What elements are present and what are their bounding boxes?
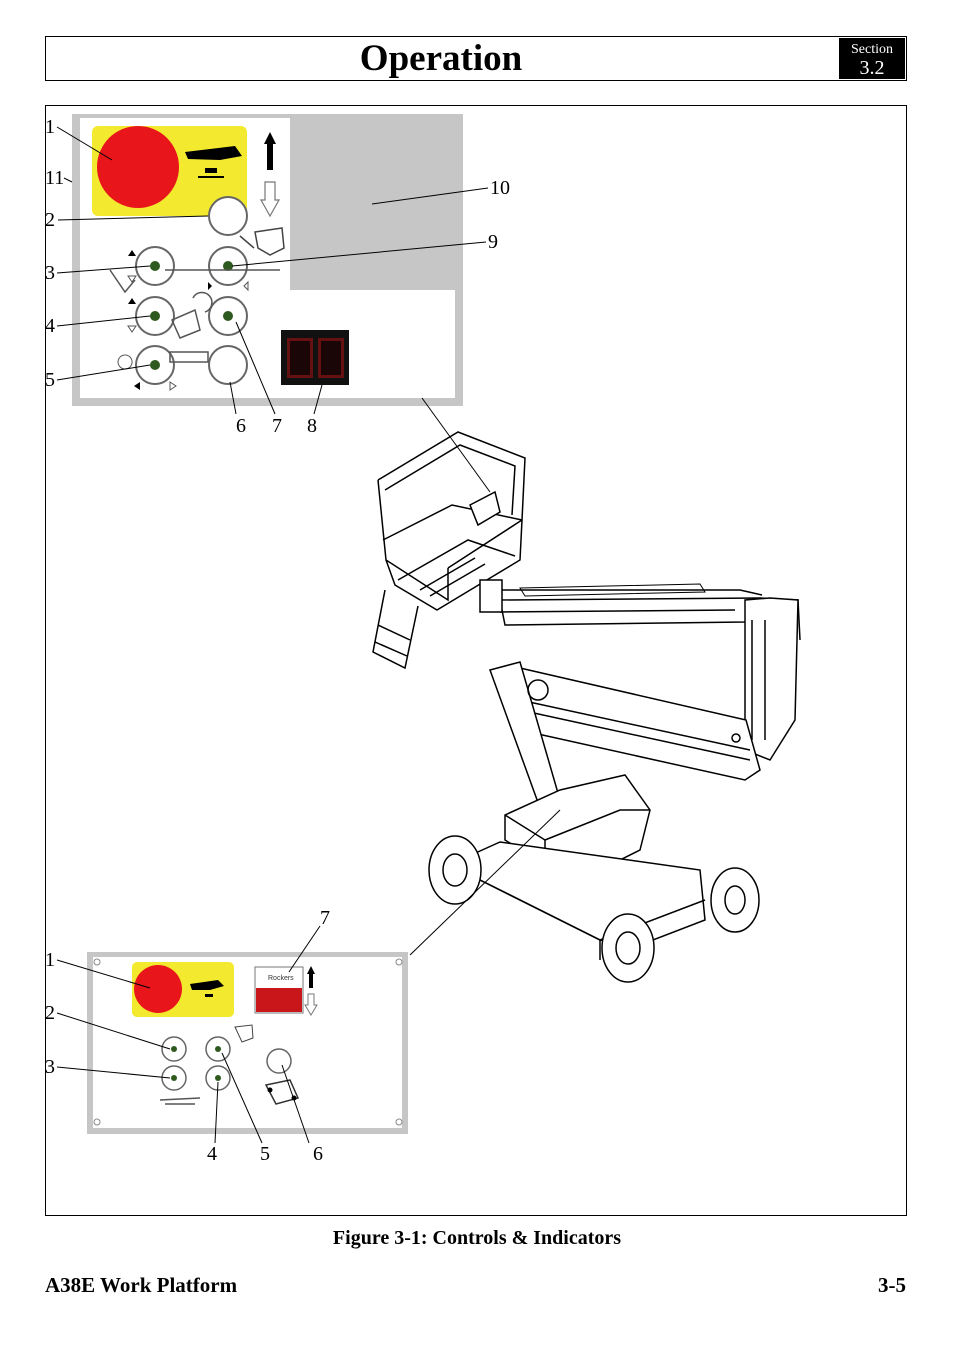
chassis [458,841,706,946]
rotate-icon [192,291,213,313]
basket-rail [377,431,526,569]
callout-10: 10 [490,177,510,199]
ground-basket-icon [234,1024,254,1043]
platform-callouts: 1 11 2 3 4 5 10 9 6 7 8 [45,116,510,437]
callout-5: 5 [45,369,55,391]
page-header: Operation Section 3.2 [45,36,907,81]
callout-7: 7 [272,415,282,437]
basket-icon [254,227,285,256]
callout-6: 6 [236,415,246,437]
elbow [744,597,799,761]
ground-callout-2: 2 [45,1002,55,1024]
ground-callout-6: 6 [313,1143,323,1165]
button-6[interactable] [208,345,248,385]
button-2[interactable] [208,196,248,236]
jib-icon [171,308,201,339]
platform-icon [185,146,242,160]
ground-leader-lines [56,925,321,1144]
rotator [479,579,503,613]
ground-button-6[interactable] [266,1048,292,1074]
ground-arrow-up-icon [307,966,315,988]
boom-icon [109,269,136,294]
arrow-up-icon [264,132,276,170]
section-label: Section [851,42,893,57]
arrow-down-icon [259,181,281,218]
section-badge: Section 3.2 [839,38,905,79]
platform-leader-lines [56,126,491,493]
ground-selector-label: Rockers [268,975,294,982]
ground-arrow-down-icon [304,993,318,1016]
ground-callouts: 7 1 2 3 4 5 6 [45,907,330,1165]
ground-callout-7: 7 [320,907,330,929]
callout-4: 4 [45,315,55,337]
callout-8: 8 [307,415,317,437]
callout-11: 11 [45,167,64,189]
main-boom [519,667,761,781]
callout-2: 2 [45,209,55,231]
platform-control-panel [72,114,463,406]
ground-emergency-stop-button[interactable] [134,965,182,1013]
machine-illustration [372,431,801,983]
ground-platform-icon [190,980,224,990]
platform-control-box [469,490,501,527]
figure-caption: Figure 3-1: Controls & Indicators [332,1227,622,1249]
wheel-front-left [428,835,482,905]
ground-callout-5: 5 [260,1143,270,1165]
wheel-front-right [601,913,655,983]
ground-panel-leader [409,809,561,956]
ground-callout-1: 1 [45,949,55,971]
drive-icon [169,351,209,363]
footer-page-number: 3-5 [878,1273,906,1297]
ground-callout-3: 3 [45,1056,55,1078]
callout-9: 9 [488,231,498,253]
ground-drive-icon [264,1079,300,1105]
callout-1: 1 [45,116,55,138]
wheel-rear [710,867,760,933]
section-number: 3.2 [859,57,885,79]
ground-callout-4: 4 [207,1143,217,1165]
callout-3: 3 [45,262,55,284]
page-title: Operation [359,38,523,79]
footer-product-name: A38E Work Platform [45,1273,238,1297]
emergency-stop-button[interactable] [97,126,179,208]
ground-control-panel: Rockers [87,952,408,1134]
figure-frame [45,105,907,1216]
